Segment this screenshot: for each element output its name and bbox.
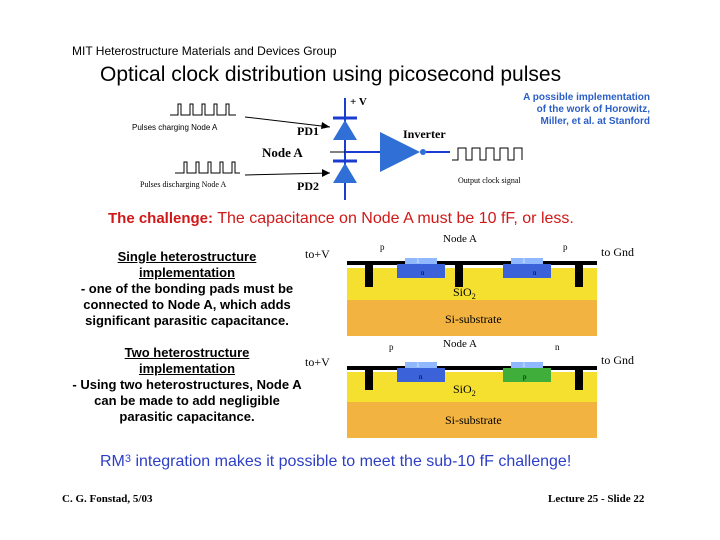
single-body-1: - one of the bonding pads must be bbox=[80, 281, 294, 296]
sio2-layer bbox=[347, 268, 597, 300]
sio2-label-2: SiO2 bbox=[453, 382, 476, 398]
pd2-arrowhead bbox=[322, 169, 330, 177]
n-left-label: n bbox=[421, 269, 425, 277]
output-clock-label: Output clock signal bbox=[458, 176, 521, 185]
pd1-label: PD1 bbox=[297, 124, 319, 138]
single-title-2: implementation bbox=[138, 265, 236, 280]
node-a-xs-label: Node A bbox=[443, 233, 477, 245]
n-right-label: n bbox=[533, 269, 537, 277]
node-a-contact bbox=[455, 261, 463, 287]
note-line-1: A possible implementation bbox=[523, 92, 650, 103]
two-title-2: implementation bbox=[138, 361, 236, 376]
left-contact bbox=[365, 261, 373, 287]
si-substrate-label-2: Si-substrate bbox=[445, 413, 502, 427]
i-left-label: i bbox=[417, 257, 419, 265]
slide-number-footer: Lecture 25 - Slide 22 bbox=[548, 493, 645, 505]
left-device-2 bbox=[397, 368, 445, 382]
right-device-2 bbox=[503, 368, 551, 382]
pd1-diode bbox=[333, 120, 357, 140]
inverter-triangle bbox=[380, 132, 420, 172]
two-implementation-text: Two heterostructure implementation - Usi… bbox=[62, 345, 312, 425]
right-device bbox=[503, 264, 551, 278]
to-gnd-label-2: to Gnd bbox=[601, 353, 634, 367]
inverter-bubble bbox=[420, 149, 426, 155]
sio2-label: SiO2 bbox=[453, 285, 476, 301]
left-device bbox=[397, 264, 445, 278]
pd2-light-arrow bbox=[244, 172, 331, 176]
pd1-arrowhead bbox=[321, 122, 330, 129]
plus-v-label: + V bbox=[350, 96, 367, 108]
si-substrate-layer bbox=[347, 300, 597, 336]
to-v-label: to+V bbox=[305, 247, 330, 261]
pd2-diode bbox=[333, 163, 357, 183]
p-left-label: p bbox=[380, 242, 385, 252]
sio2-layer-2 bbox=[347, 372, 597, 402]
n-right-label-2: n bbox=[555, 342, 560, 352]
inverter-label: Inverter bbox=[403, 127, 446, 141]
si-substrate-layer-2 bbox=[347, 402, 597, 438]
slide-title: Optical clock distribution using picosec… bbox=[100, 63, 562, 86]
rm-superscript: 3 bbox=[124, 453, 132, 465]
to-v-label-2: to+V bbox=[305, 355, 330, 369]
note-line-2: of the work of Horowitz, bbox=[536, 104, 650, 115]
pulses-discharging-label: Pulses discharging Node A bbox=[140, 180, 227, 189]
author-footer: C. G. Fonstad, 5/03 bbox=[62, 493, 153, 505]
two-heterostructure-cross-section: to+V to Gnd Node A p n i n i p SiO2 Si-s… bbox=[305, 338, 634, 438]
p-right-label-2: p bbox=[523, 373, 527, 381]
right-contact bbox=[575, 261, 583, 287]
p-right-label: p bbox=[563, 242, 568, 252]
implementation-note: A possible implementation of the work of… bbox=[523, 92, 650, 128]
pd2-label: PD2 bbox=[297, 179, 319, 193]
charging-pulse-train bbox=[170, 103, 236, 116]
node-a-label: Node A bbox=[262, 145, 303, 160]
i-right-label: i bbox=[523, 257, 525, 265]
to-gnd-label: to Gnd bbox=[601, 245, 634, 259]
single-title-1: Single heterostructure bbox=[117, 249, 257, 264]
integration-statement: RM3 integration makes it possible to mee… bbox=[100, 453, 571, 471]
p-left-label-2: p bbox=[389, 342, 394, 352]
two-body-3: parasitic capacitance. bbox=[119, 409, 255, 424]
challenge-label: The challenge: bbox=[108, 210, 214, 227]
si-substrate-label: Si-substrate bbox=[445, 312, 502, 326]
challenge-text: The capacitance on Node A must be 10 fF,… bbox=[217, 210, 574, 227]
discharging-pulse-train bbox=[175, 161, 240, 174]
left-contact-2 bbox=[365, 366, 373, 390]
two-body-1: - Using two heterostructures, Node A bbox=[72, 377, 302, 392]
i-right-label-2: i bbox=[523, 361, 525, 369]
node-a-xs-label-2: Node A bbox=[443, 338, 477, 350]
single-heterostructure-cross-section: to+V to Gnd Node A p p i n i n SiO2 Si-s… bbox=[305, 228, 634, 336]
challenge-line: The challenge: The capacitance on Node A… bbox=[108, 210, 574, 228]
pulses-charging-label: Pulses charging Node A bbox=[132, 123, 218, 132]
single-body-2: connected to Node A, which adds bbox=[83, 297, 291, 312]
note-line-3: Miller, et al. at Stanford bbox=[540, 116, 650, 127]
two-body-2: can be made to add negligible bbox=[94, 393, 280, 408]
two-title-1: Two heterostructure bbox=[124, 345, 250, 360]
single-implementation-text: Single heterostructure implementation - … bbox=[62, 249, 312, 329]
statement-text: integration makes it possible to meet th… bbox=[131, 453, 572, 470]
group-header: MIT Heterostructure Materials and Device… bbox=[72, 44, 337, 58]
output-clock-waveform bbox=[452, 147, 523, 161]
i-left-label-2: i bbox=[417, 361, 419, 369]
right-contact-2 bbox=[575, 366, 583, 390]
n-left-label-2: n bbox=[419, 373, 423, 381]
pd1-light-arrow bbox=[244, 116, 331, 128]
single-body-3: significant parasitic capacitance. bbox=[85, 313, 289, 328]
rm-text: RM bbox=[100, 453, 125, 470]
